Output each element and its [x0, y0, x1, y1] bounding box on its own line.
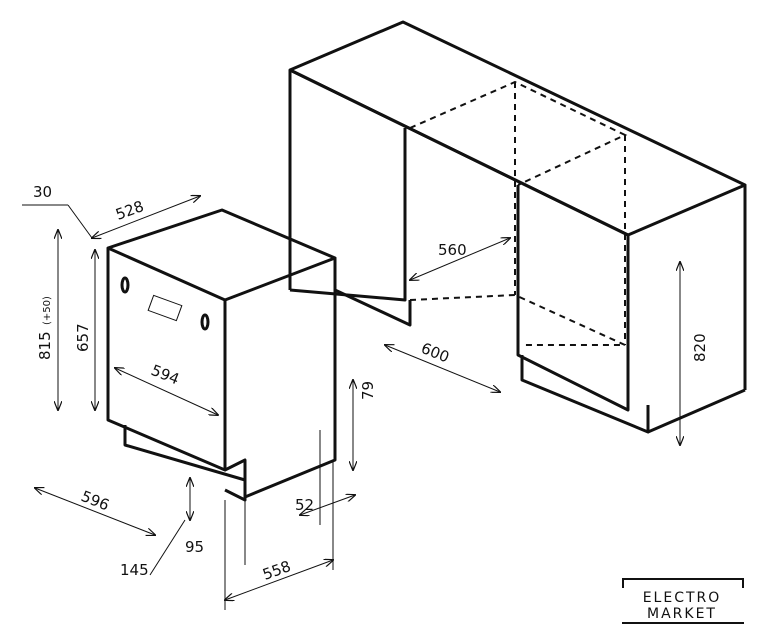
dim-657: 657: [74, 323, 92, 352]
dim-596: 596: [79, 487, 112, 514]
dim-594: 594: [149, 361, 182, 388]
kitchen-cabinet: [288, 20, 747, 434]
logo-text: ELECTRO MARKET: [608, 590, 756, 622]
dim-52: 52: [295, 496, 314, 514]
dimension-lines: [22, 196, 680, 610]
dimension-labels: 30 528 815 (+50) 657 594 596 145 95 558 …: [33, 183, 709, 584]
dim-560: 560: [438, 241, 467, 259]
dim-95: 95: [185, 538, 204, 556]
dim-558: 558: [260, 557, 293, 584]
dim-600: 600: [419, 339, 452, 366]
dim-30: 30: [33, 183, 52, 201]
dishwasher-body: [106, 208, 337, 502]
dim-815-tolerance: (+50): [42, 296, 53, 325]
dim-145: 145: [120, 561, 149, 579]
dim-820: 820: [691, 333, 709, 362]
dim-528: 528: [113, 197, 146, 224]
dim-815: 815: [36, 331, 54, 360]
dim-79: 79: [359, 381, 377, 400]
